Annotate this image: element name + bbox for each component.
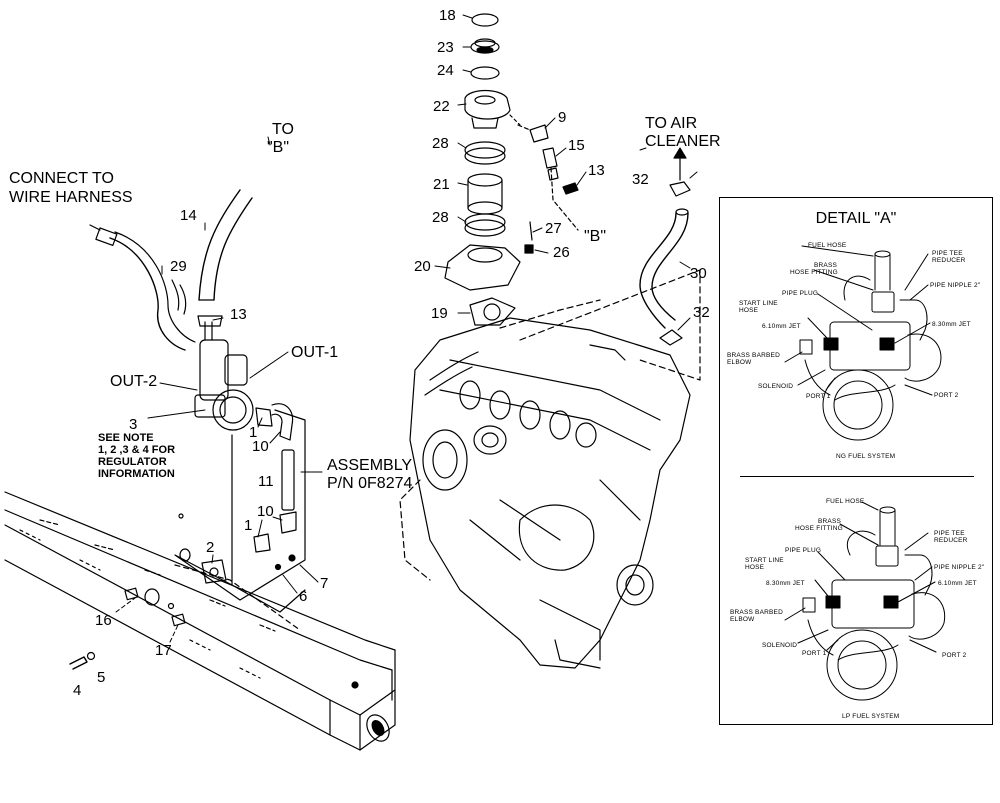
callout-10-lower: 10 <box>257 503 274 520</box>
lp-pipe-tee-label-line2: REDUCER <box>934 537 968 544</box>
engine-block <box>399 269 701 669</box>
lp-jet-right-label: 6.10mm JET <box>938 580 977 587</box>
ng-brass-label-line2: HOSE FITTING <box>790 269 838 276</box>
lp-jet-left-label: 8.30mm JET <box>766 580 805 587</box>
callout-2: 2 <box>206 539 215 556</box>
lp-start-line-label-line1: START LINE <box>745 557 784 564</box>
ng-pipe-nipple-label: PIPE NIPPLE 2" <box>930 282 981 289</box>
callout-17: 17 <box>155 642 172 659</box>
mounting-plate <box>174 409 306 613</box>
ng-brass-label-line1: BRASS <box>814 262 838 269</box>
detail-a-panel: DETAIL "A" <box>719 197 993 725</box>
ng-port1-label: PORT 1 <box>806 393 831 400</box>
ng-fuel-system-sketch <box>784 245 942 441</box>
lp-fuel-system-sketch <box>784 501 946 701</box>
callout-11: 11 <box>258 473 274 490</box>
ng-pipe-tee-label-line2: REDUCER <box>932 257 966 264</box>
air-cleaner-hose <box>639 147 691 346</box>
callout-22: 22 <box>433 98 450 115</box>
frame-rail <box>4 491 396 751</box>
ng-jet-left-label: 6.10mm JET <box>762 323 801 330</box>
lp-caption: LP FUEL SYSTEM <box>842 713 900 720</box>
assembly-label-line1: ASSEMBLY <box>327 457 413 474</box>
callout-5: 5 <box>97 669 106 686</box>
note-line3: REGULATOR <box>98 456 167 468</box>
callout-1-upper: 1 <box>249 424 258 441</box>
callout-32-lower: 32 <box>693 304 710 321</box>
callout-21: 21 <box>433 176 450 193</box>
callout-19: 19 <box>431 305 448 322</box>
intake-stack <box>444 13 579 326</box>
to-b-label-line1: TO <box>272 121 294 138</box>
ng-port2-label: PORT 2 <box>934 392 959 399</box>
leader-lines <box>115 14 698 643</box>
lp-pipe-nipple-label: PIPE NIPPLE 2" <box>934 564 985 571</box>
out2-label: OUT-2 <box>110 373 158 390</box>
lp-fuel-hose-label: FUEL HOSE <box>826 498 865 505</box>
out1-label: OUT-1 <box>291 344 339 361</box>
detail-a-title: DETAIL "A" <box>815 210 897 227</box>
ng-solenoid-label: SOLENOID <box>758 383 794 390</box>
lp-port1-label: PORT 1 <box>802 650 827 657</box>
ng-caption: NG FUEL SYSTEM <box>836 453 896 460</box>
lp-brass-label-line1: BRASS <box>818 518 842 525</box>
lp-solenoid-label: SOLENOID <box>762 642 798 649</box>
lp-port2-label: PORT 2 <box>942 652 967 659</box>
callout-23: 23 <box>437 39 454 56</box>
lp-barbed-label-line1: BRASS BARBED <box>730 609 783 616</box>
callout-28-upper: 28 <box>432 135 449 152</box>
air-cleaner-label-line1: TO AIR <box>645 115 698 132</box>
callout-28-lower: 28 <box>432 209 449 226</box>
callout-9: 9 <box>558 109 567 126</box>
to-b-label-line2: "B" <box>267 139 290 156</box>
note-line2: 1, 2 ,3 & 4 FOR <box>98 444 176 456</box>
lp-pipe-tee-label-line1: PIPE TEE <box>934 530 965 537</box>
callout-13-left: 13 <box>230 306 247 323</box>
callout-3: 3 <box>129 416 138 433</box>
callout-20: 20 <box>414 258 431 275</box>
ng-barbed-label-line2: ELBOW <box>727 359 752 366</box>
connect-label-line1: CONNECT TO <box>9 170 114 187</box>
callout-18: 18 <box>439 7 456 24</box>
ng-start-line-label-line2: HOSE <box>739 307 759 314</box>
ng-fuel-hose-label: FUEL HOSE <box>808 242 847 249</box>
note-line4: INFORMATION <box>98 468 175 480</box>
callout-32-upper: 32 <box>632 171 649 188</box>
callout-10-upper: 10 <box>252 438 269 455</box>
lp-start-line-label-line2: HOSE <box>745 564 765 571</box>
callout-6: 6 <box>299 588 308 605</box>
callout-7: 7 <box>320 575 329 592</box>
callout-4: 4 <box>73 682 82 699</box>
callout-15: 15 <box>568 137 585 154</box>
lp-pipe-plug-label: PIPE PLUG <box>785 547 822 554</box>
regulator-assembly <box>69 189 297 670</box>
callout-27: 27 <box>545 220 562 237</box>
callout-30: 30 <box>690 265 707 282</box>
callout-29: 29 <box>170 258 187 275</box>
callout-24: 24 <box>437 62 454 79</box>
ng-start-line-label-line1: START LINE <box>739 300 778 307</box>
note-line1: SEE NOTE <box>98 432 154 444</box>
callout-1-lower: 1 <box>244 517 253 534</box>
lp-brass-label-line2: HOSE FITTING <box>795 525 843 532</box>
ng-jet-right-label: 8.30mm JET <box>932 321 971 328</box>
connect-label-line2: WIRE HARNESS <box>9 189 133 206</box>
detail-divider <box>740 476 974 477</box>
ng-pipe-plug-label: PIPE PLUG <box>782 290 819 297</box>
callout-13-upper: 13 <box>588 162 605 179</box>
ng-barbed-label-line1: BRASS BARBED <box>727 352 780 359</box>
lp-barbed-label-line2: ELBOW <box>730 616 755 623</box>
air-cleaner-label-line2: CLEANER <box>645 133 721 150</box>
assembly-label-line2: P/N 0F8274 <box>327 475 413 492</box>
callout-14: 14 <box>180 207 197 224</box>
ng-pipe-tee-label-line1: PIPE TEE <box>932 250 963 257</box>
callout-16: 16 <box>95 612 112 629</box>
b-marker: "B" <box>584 228 607 245</box>
callout-26: 26 <box>553 244 570 261</box>
